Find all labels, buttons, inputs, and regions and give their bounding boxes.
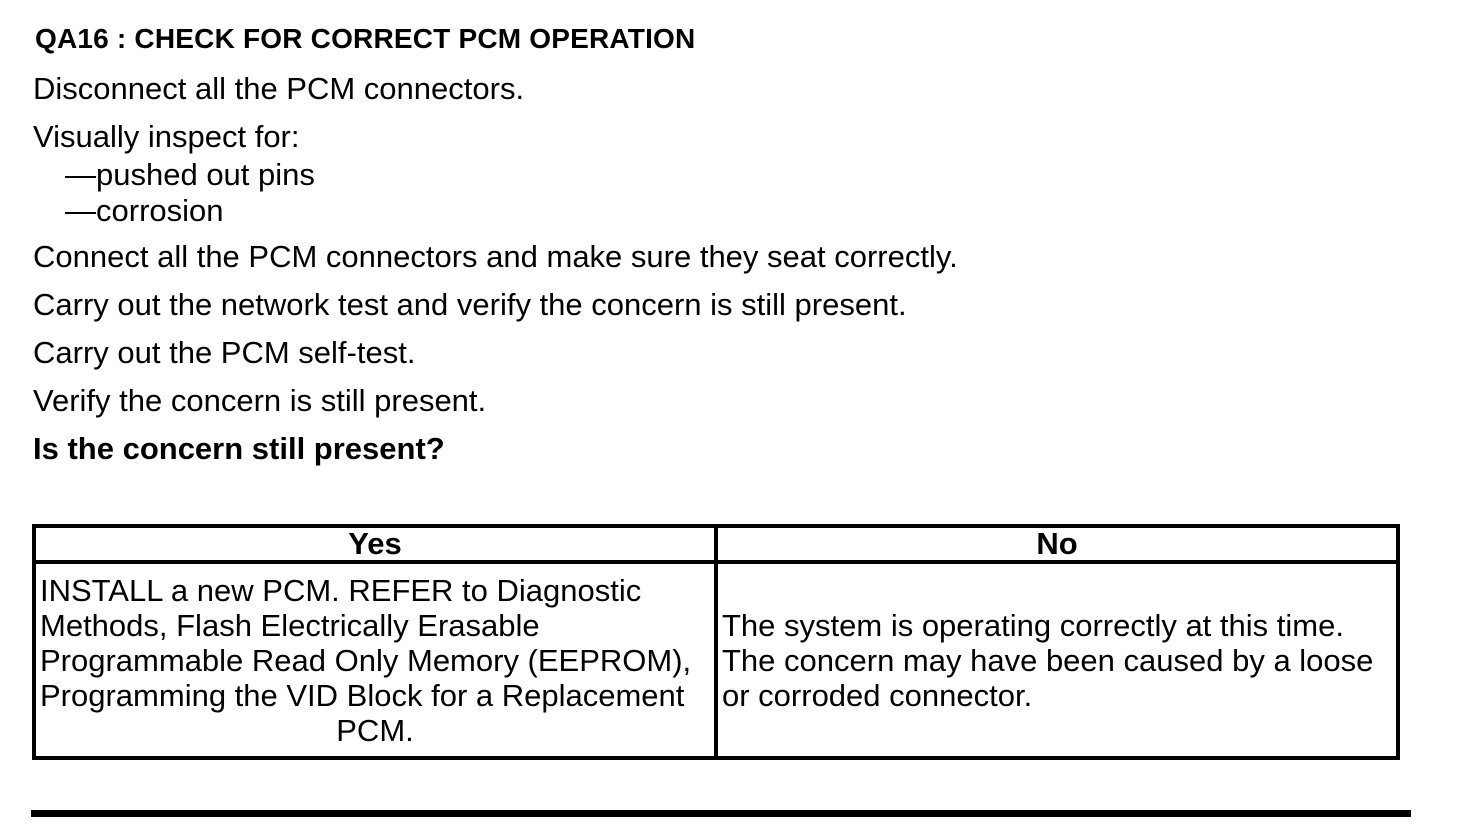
step-title: QA16 : CHECK FOR CORRECT PCM OPERATION: [35, 23, 696, 54]
yes-result-cell: INSTALL a new PCM. REFER to Diagnostic M…: [32, 560, 718, 760]
inspection-list: —pushed out pins —corrosion: [33, 157, 1442, 229]
no-column-header: No: [714, 524, 1400, 564]
decision-table: Yes No INSTALL a new PCM. REFER to Diagn…: [32, 524, 1400, 760]
instruction-self-test: Carry out the PCM self-test.: [33, 335, 416, 370]
decision-question: Is the concern still present?: [33, 431, 445, 466]
decision-table-header-row: Yes No: [32, 524, 1400, 564]
instruction-verify-concern: Verify the concern is still present.: [33, 383, 487, 418]
decision-table-result-row: INSTALL a new PCM. REFER to Diagnostic M…: [32, 560, 1400, 760]
no-result-cell: The system is operating correctly at thi…: [714, 560, 1400, 760]
instruction-disconnect: Disconnect all the PCM connectors.: [33, 71, 525, 106]
instruction-inspect-lead: Visually inspect for:: [33, 119, 300, 154]
page-bottom-rule: [31, 810, 1411, 817]
inspection-item-corrosion: —corrosion: [65, 193, 224, 228]
instruction-connect: Connect all the PCM connectors and make …: [33, 239, 958, 274]
inspection-item-pushed-out-pins: —pushed out pins: [65, 157, 315, 192]
instruction-network-test: Carry out the network test and verify th…: [33, 287, 907, 322]
yes-column-header: Yes: [32, 524, 718, 564]
